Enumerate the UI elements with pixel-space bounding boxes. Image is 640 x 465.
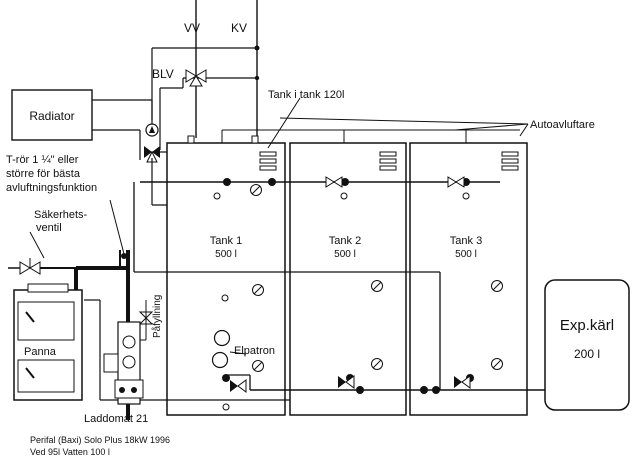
gauge-icon (371, 358, 383, 370)
air-vent-icon (259, 151, 277, 171)
laddomat-unit (103, 321, 144, 405)
sensor-port (221, 294, 229, 302)
gauge-icon (250, 184, 262, 196)
valve-icon (338, 375, 355, 389)
boiler-label: Panna (24, 346, 57, 358)
air-vent-icon (501, 151, 519, 171)
valve-icon (230, 379, 247, 393)
label-vv: VV (184, 21, 200, 35)
gauge-icon (252, 284, 264, 296)
radiator-label: Radiator (29, 109, 74, 123)
t-pipe-note-line-3: avluftningsfunktion (6, 182, 97, 194)
valve-icon (325, 176, 343, 188)
tank-1-name: Tank 1 (210, 235, 242, 247)
fill-label: Påfyllning (151, 295, 163, 338)
t-pipe-note-line-1: T-rör 1 ¼" eller (6, 154, 79, 166)
safety-valve-label-line-2: ventil (36, 222, 62, 234)
elpatron-label: Elpatron (234, 345, 275, 357)
tank-2-name: Tank 2 (329, 235, 361, 247)
autoavluftare-label: Autoavluftare (530, 119, 595, 131)
tank-1-volume: 500 l (215, 249, 237, 260)
expansion-volume: 200 l (574, 347, 600, 361)
air-vent-icon (379, 151, 397, 171)
tank-3-volume: 500 l (455, 249, 477, 260)
sensor-port (213, 192, 221, 200)
safety-valve-label-line-1: Säkerhets- (34, 209, 88, 221)
valve-icon (447, 176, 465, 188)
tank-3-name: Tank 3 (450, 235, 482, 247)
gauge-icon (371, 280, 383, 292)
boiler (13, 283, 83, 401)
tank-3: Tank 3 500 l (409, 142, 528, 416)
tank-i-tank-label: Tank i tank 120l (268, 89, 344, 101)
mixing-valve-icon (185, 66, 207, 87)
sensor-port (462, 192, 470, 200)
safety-valve-icon (8, 258, 76, 275)
tank-1: Tank 1 500 l (166, 135, 286, 416)
expansion-name: Exp.kärl (560, 317, 614, 334)
tank-2-volume: 500 l (334, 249, 356, 260)
shunt-valve-icon (144, 146, 160, 163)
gauge-icon (491, 358, 503, 370)
sensor-port (222, 403, 230, 411)
footer-boiler-capacity: Ved 95l Vatten 100 l (30, 447, 110, 457)
label-kv: KV (231, 21, 247, 35)
elpatron-element (213, 329, 231, 347)
tank-2: Tank 2 500 l (289, 142, 407, 416)
t-pipe-note-line-2: större för bästa (6, 168, 81, 180)
laddomat-label: Laddomat 21 (84, 413, 148, 425)
footer-boiler-model: Perifal (Baxi) Solo Plus 18kW 1996 (30, 435, 170, 445)
gauge-icon (252, 360, 264, 372)
gauge-icon (491, 280, 503, 292)
radiator-pump-icon (145, 123, 159, 137)
elpatron-element (211, 351, 229, 369)
label-blv: BLV (152, 67, 174, 81)
expansion-vessel (544, 279, 630, 411)
radiator-box (11, 89, 93, 141)
valve-icon (454, 375, 471, 389)
sensor-port (340, 192, 348, 200)
